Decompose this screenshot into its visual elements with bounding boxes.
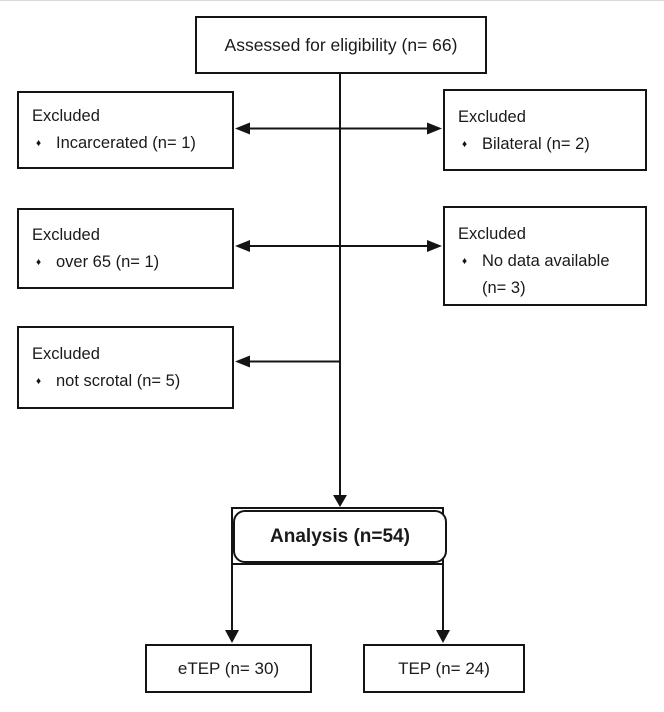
arrowhead-left-row1	[235, 122, 250, 135]
etep-box: eTEP (n= 30)	[145, 644, 312, 693]
arrowhead-down-analysis	[333, 495, 347, 507]
arrowhead-right-row2	[427, 240, 442, 252]
arrowhead-right-row1	[427, 122, 442, 135]
bullet-diamond-icon: ♦	[462, 139, 468, 150]
bullet-diamond-icon: ♦	[462, 256, 468, 267]
bullet-diamond-icon: ♦	[36, 257, 42, 268]
excluded-over65-box: Excluded ♦ over 65 (n= 1)	[17, 208, 234, 289]
arrowhead-down-tep	[436, 630, 450, 643]
assessed-eligibility-label: Assessed for eligibility (n= 66)	[224, 34, 458, 55]
analysis-label: Analysis (n=54)	[270, 525, 410, 547]
excluded-item-label: over 65 (n= 1)	[56, 253, 160, 271]
excluded-not-scrotal-box: Excluded ♦ not scrotal (n= 5)	[17, 326, 234, 409]
excluded-no-data-box: Excluded ♦ No data available (n= 3)	[443, 206, 647, 306]
tep-label: TEP (n= 24)	[398, 658, 490, 678]
bullet-diamond-icon: ♦	[36, 138, 42, 149]
excluded-title: Excluded	[458, 108, 526, 126]
excluded-incarcerated-box: Excluded ♦ Incarcerated (n= 1)	[17, 91, 234, 169]
assessed-eligibility-box: Assessed for eligibility (n= 66)	[195, 16, 487, 74]
arrowhead-left-row3	[235, 355, 250, 368]
excluded-title: Excluded	[32, 107, 100, 125]
excluded-item-label: Bilateral (n= 2)	[482, 135, 590, 153]
excluded-item-label: Incarcerated (n= 1)	[56, 134, 196, 152]
excluded-item-label-line2: (n= 3)	[482, 279, 526, 297]
tep-box: TEP (n= 24)	[363, 644, 525, 693]
arrowhead-left-row2	[235, 240, 250, 252]
analysis-box: Analysis (n=54)	[233, 510, 447, 563]
excluded-title: Excluded	[32, 345, 100, 363]
excluded-item-label: No data available	[482, 252, 610, 270]
excluded-item-label: not scrotal (n= 5)	[56, 372, 181, 390]
excluded-title: Excluded	[458, 225, 526, 243]
etep-label: eTEP (n= 30)	[177, 658, 280, 678]
excluded-title: Excluded	[32, 226, 100, 244]
excluded-bilateral-box: Excluded ♦ Bilateral (n= 2)	[443, 89, 647, 171]
bullet-diamond-icon: ♦	[36, 376, 42, 387]
arrowhead-down-etep	[225, 630, 239, 643]
